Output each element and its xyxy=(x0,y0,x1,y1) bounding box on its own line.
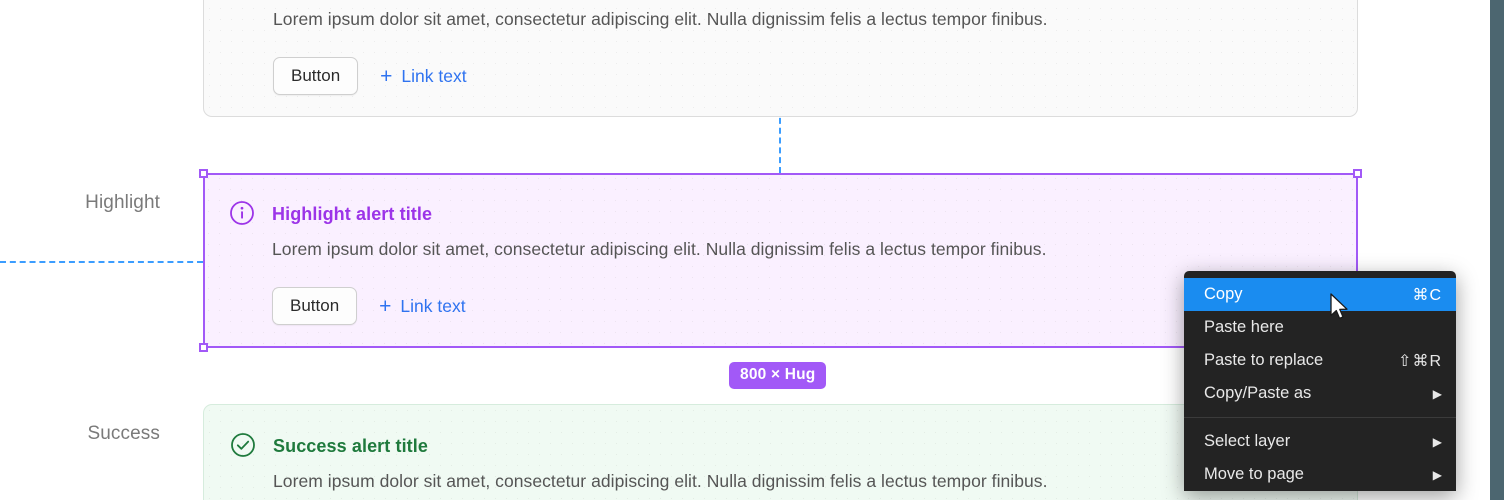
row-label-highlight: Highlight xyxy=(85,192,160,213)
alert-neutral-button[interactable]: Button xyxy=(273,57,359,95)
selection-size-badge: 800 × Hug xyxy=(729,362,827,389)
menu-item-move-to-page[interactable]: Move to page ▶ xyxy=(1184,458,1456,491)
alert-highlight-title: Highlight alert title xyxy=(272,204,433,224)
menu-item-copy[interactable]: Copy ⌘C xyxy=(1184,278,1456,311)
alert-highlight-button[interactable]: Button xyxy=(272,287,358,325)
alert-neutral-body: Lorem ipsum dolor sit amet, consectetur … xyxy=(273,9,1048,29)
alert-neutral-actions: Button + Link text xyxy=(273,57,467,95)
menu-item-paste-to-replace-shortcut: ⇧⌘R xyxy=(1398,352,1442,370)
menu-item-select-layer-label: Select layer xyxy=(1204,432,1291,450)
chevron-right-icon: ▶ xyxy=(1432,434,1442,449)
plus-icon: + xyxy=(380,64,393,88)
right-edge-strip xyxy=(1490,0,1504,500)
menu-item-paste-here[interactable]: Paste here xyxy=(1184,311,1456,344)
alert-success-body: Lorem ipsum dolor sit amet, consectetur … xyxy=(273,471,1048,491)
row-label-success: Success xyxy=(87,423,160,444)
alert-success-title: Success alert title xyxy=(273,436,428,456)
plus-icon: + xyxy=(379,294,392,318)
alert-highlight-body: Lorem ipsum dolor sit amet, consectetur … xyxy=(272,239,1047,259)
menu-item-select-layer[interactable]: Select layer ▶ xyxy=(1184,425,1456,458)
alert-success-inner: Success alert title Lorem ipsum dolor si… xyxy=(204,405,1357,500)
menu-item-copy-label: Copy xyxy=(1204,285,1243,303)
info-circle-icon xyxy=(229,200,255,226)
check-circle-icon xyxy=(230,432,256,458)
menu-item-copy-paste-as[interactable]: Copy/Paste as ▶ xyxy=(1184,377,1456,410)
menu-item-paste-here-label: Paste here xyxy=(1204,318,1284,336)
menu-item-copy-shortcut: ⌘C xyxy=(1412,286,1442,304)
alert-neutral-inner: Lorem ipsum dolor sit amet, consectetur … xyxy=(204,0,1357,116)
menu-item-paste-to-replace[interactable]: Paste to replace ⇧⌘R xyxy=(1184,344,1456,377)
chevron-right-icon: ▶ xyxy=(1432,467,1442,482)
alert-highlight-inner: Highlight alert title Lorem ipsum dolor … xyxy=(203,173,1358,348)
alert-highlight-link-label: Link text xyxy=(400,295,466,316)
menu-item-paste-to-replace-label: Paste to replace xyxy=(1204,351,1324,369)
alert-card-highlight[interactable]: Highlight alert title Lorem ipsum dolor … xyxy=(203,173,1358,348)
alert-highlight-link[interactable]: + Link text xyxy=(379,296,465,317)
menu-separator xyxy=(1184,417,1456,418)
alert-highlight-actions: Button + Link text xyxy=(272,287,466,325)
horizontal-guide xyxy=(0,261,203,263)
context-menu[interactable]: Copy ⌘C Paste here Paste to replace ⇧⌘R … xyxy=(1184,271,1456,491)
alert-card-neutral[interactable]: Lorem ipsum dolor sit amet, consectetur … xyxy=(203,0,1358,117)
alert-neutral-link[interactable]: + Link text xyxy=(380,66,466,87)
menu-item-move-to-page-label: Move to page xyxy=(1204,465,1304,483)
chevron-right-icon: ▶ xyxy=(1432,386,1442,401)
menu-item-copy-paste-as-label: Copy/Paste as xyxy=(1204,384,1312,402)
alert-neutral-link-label: Link text xyxy=(401,65,467,86)
alert-card-success[interactable]: Success alert title Lorem ipsum dolor si… xyxy=(203,404,1358,500)
